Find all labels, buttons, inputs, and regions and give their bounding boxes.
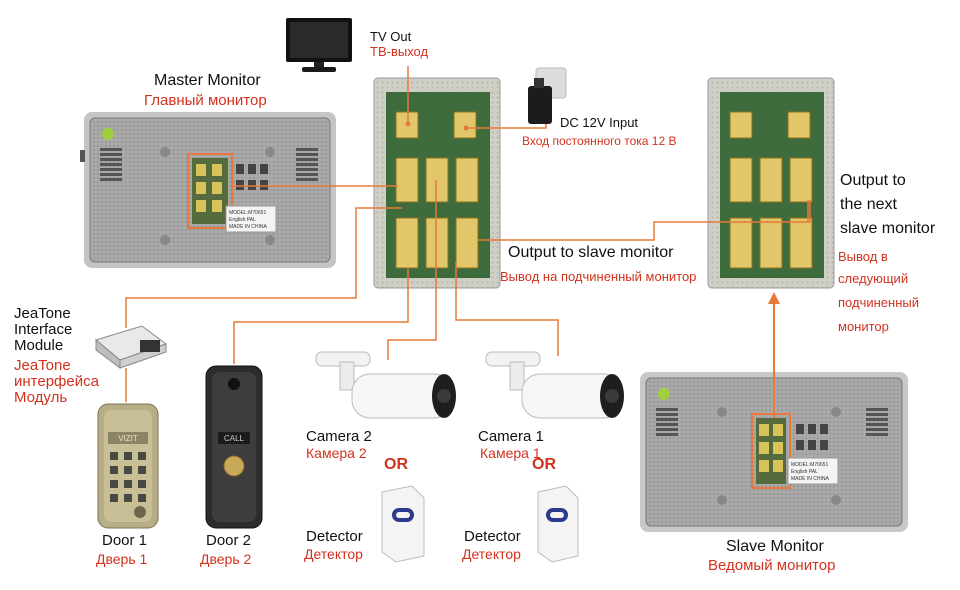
door1-label-ru: Дверь 1 [96,551,148,567]
door2-call-text: CALL [224,434,245,443]
slave-model-line-2: English PAL [791,469,818,475]
output-slave-label-ru: Вывод на подчиненный монитор [500,269,697,284]
wire-dc-input [466,124,547,129]
door1-brand: VIZIT [118,434,138,443]
jeatone-label-ru-2: интерфейса [14,373,99,390]
power-adapter-icon [528,67,567,124]
jeatone-label-1: JeaTone [14,305,71,322]
output-next-label-ru-2: следующий [838,271,909,286]
detector1-label-ru: Детектор [462,546,521,562]
master-model-line-1: MODEL:M70651 [229,210,266,216]
slave-model-line-1: MODEL:M70651 [791,462,828,468]
jeatone-label-3: Module [14,337,64,354]
output-next-label-2: the next [840,196,897,213]
master-monitor: MODEL:M70651 English PAL MADE IN CHINA [80,112,336,268]
tv-out-label-ru: ТВ-выход [370,44,429,59]
camera2-label: Camera 2 [306,428,372,445]
detector2-label: Detector [306,528,363,545]
wire-door1 [125,207,402,328]
door2-label: Door 2 [206,532,252,549]
jeatone-label-ru-1: JeaTone [14,357,71,374]
door2-label-ru: Дверь 2 [200,551,252,567]
master-monitor-title: Master Monitor [154,72,261,89]
slave-model-line-3: MADE IN CHINA [791,476,829,482]
wire-output-slave [478,200,811,241]
arrow-up-icon [768,292,780,418]
jeatone-label-2: Interface [14,321,73,338]
output-next-label-ru-4: монитор [838,319,889,334]
dc-input-label: DC 12V Input [560,115,639,130]
tv-icon [286,18,352,72]
master-model-line-2: English PAL [229,217,256,223]
wires [125,66,811,402]
jeatone-module-icon [94,325,168,369]
detector2-icon [381,485,425,563]
output-slave-label: Output to slave monitor [508,244,674,261]
output-next-label-ru-1: Вывод в [838,249,888,264]
door2-panel-icon: CALL [205,365,263,529]
tv-out-label: TV Out [370,29,412,44]
wire-door2 [233,268,409,364]
master-model-line-3: MADE IN CHINA [229,224,267,230]
camera1-label: Camera 1 [478,428,544,445]
jeatone-label-ru-3: Модуль [14,389,68,406]
dc-input-label-ru: Вход постоянного тока 12 В [522,134,677,148]
output-next-label-3: slave monitor [840,220,936,237]
camera2-icon [315,351,456,419]
master-monitor-title-ru: Главный монитор [144,92,267,109]
output-next-label-ru-3: подчиненный [838,295,919,310]
detector2-label-ru: Детектор [304,546,363,562]
slave-monitor-title-ru: Ведомый монитор [708,557,836,574]
or-label-2: OR [384,456,408,473]
camera1-label-ru: Камера 1 [480,445,541,461]
camera2-label-ru: Камера 2 [306,445,367,461]
door1-label: Door 1 [102,532,148,549]
master-board [373,77,501,289]
detector1-label: Detector [464,528,521,545]
slave-board [707,77,835,289]
wire-camera2 [387,180,437,360]
or-label-1: OR [532,456,556,473]
door1-panel-icon: VIZIT [97,403,159,529]
wire-camera1 [455,262,559,356]
detector1-icon [537,485,579,563]
camera1-icon [485,351,624,419]
slave-monitor-title: Slave Monitor [726,538,824,555]
output-next-label-1: Output to [840,172,906,189]
slave-monitor: MODEL:M70651 English PAL MADE IN CHINA [640,372,908,532]
